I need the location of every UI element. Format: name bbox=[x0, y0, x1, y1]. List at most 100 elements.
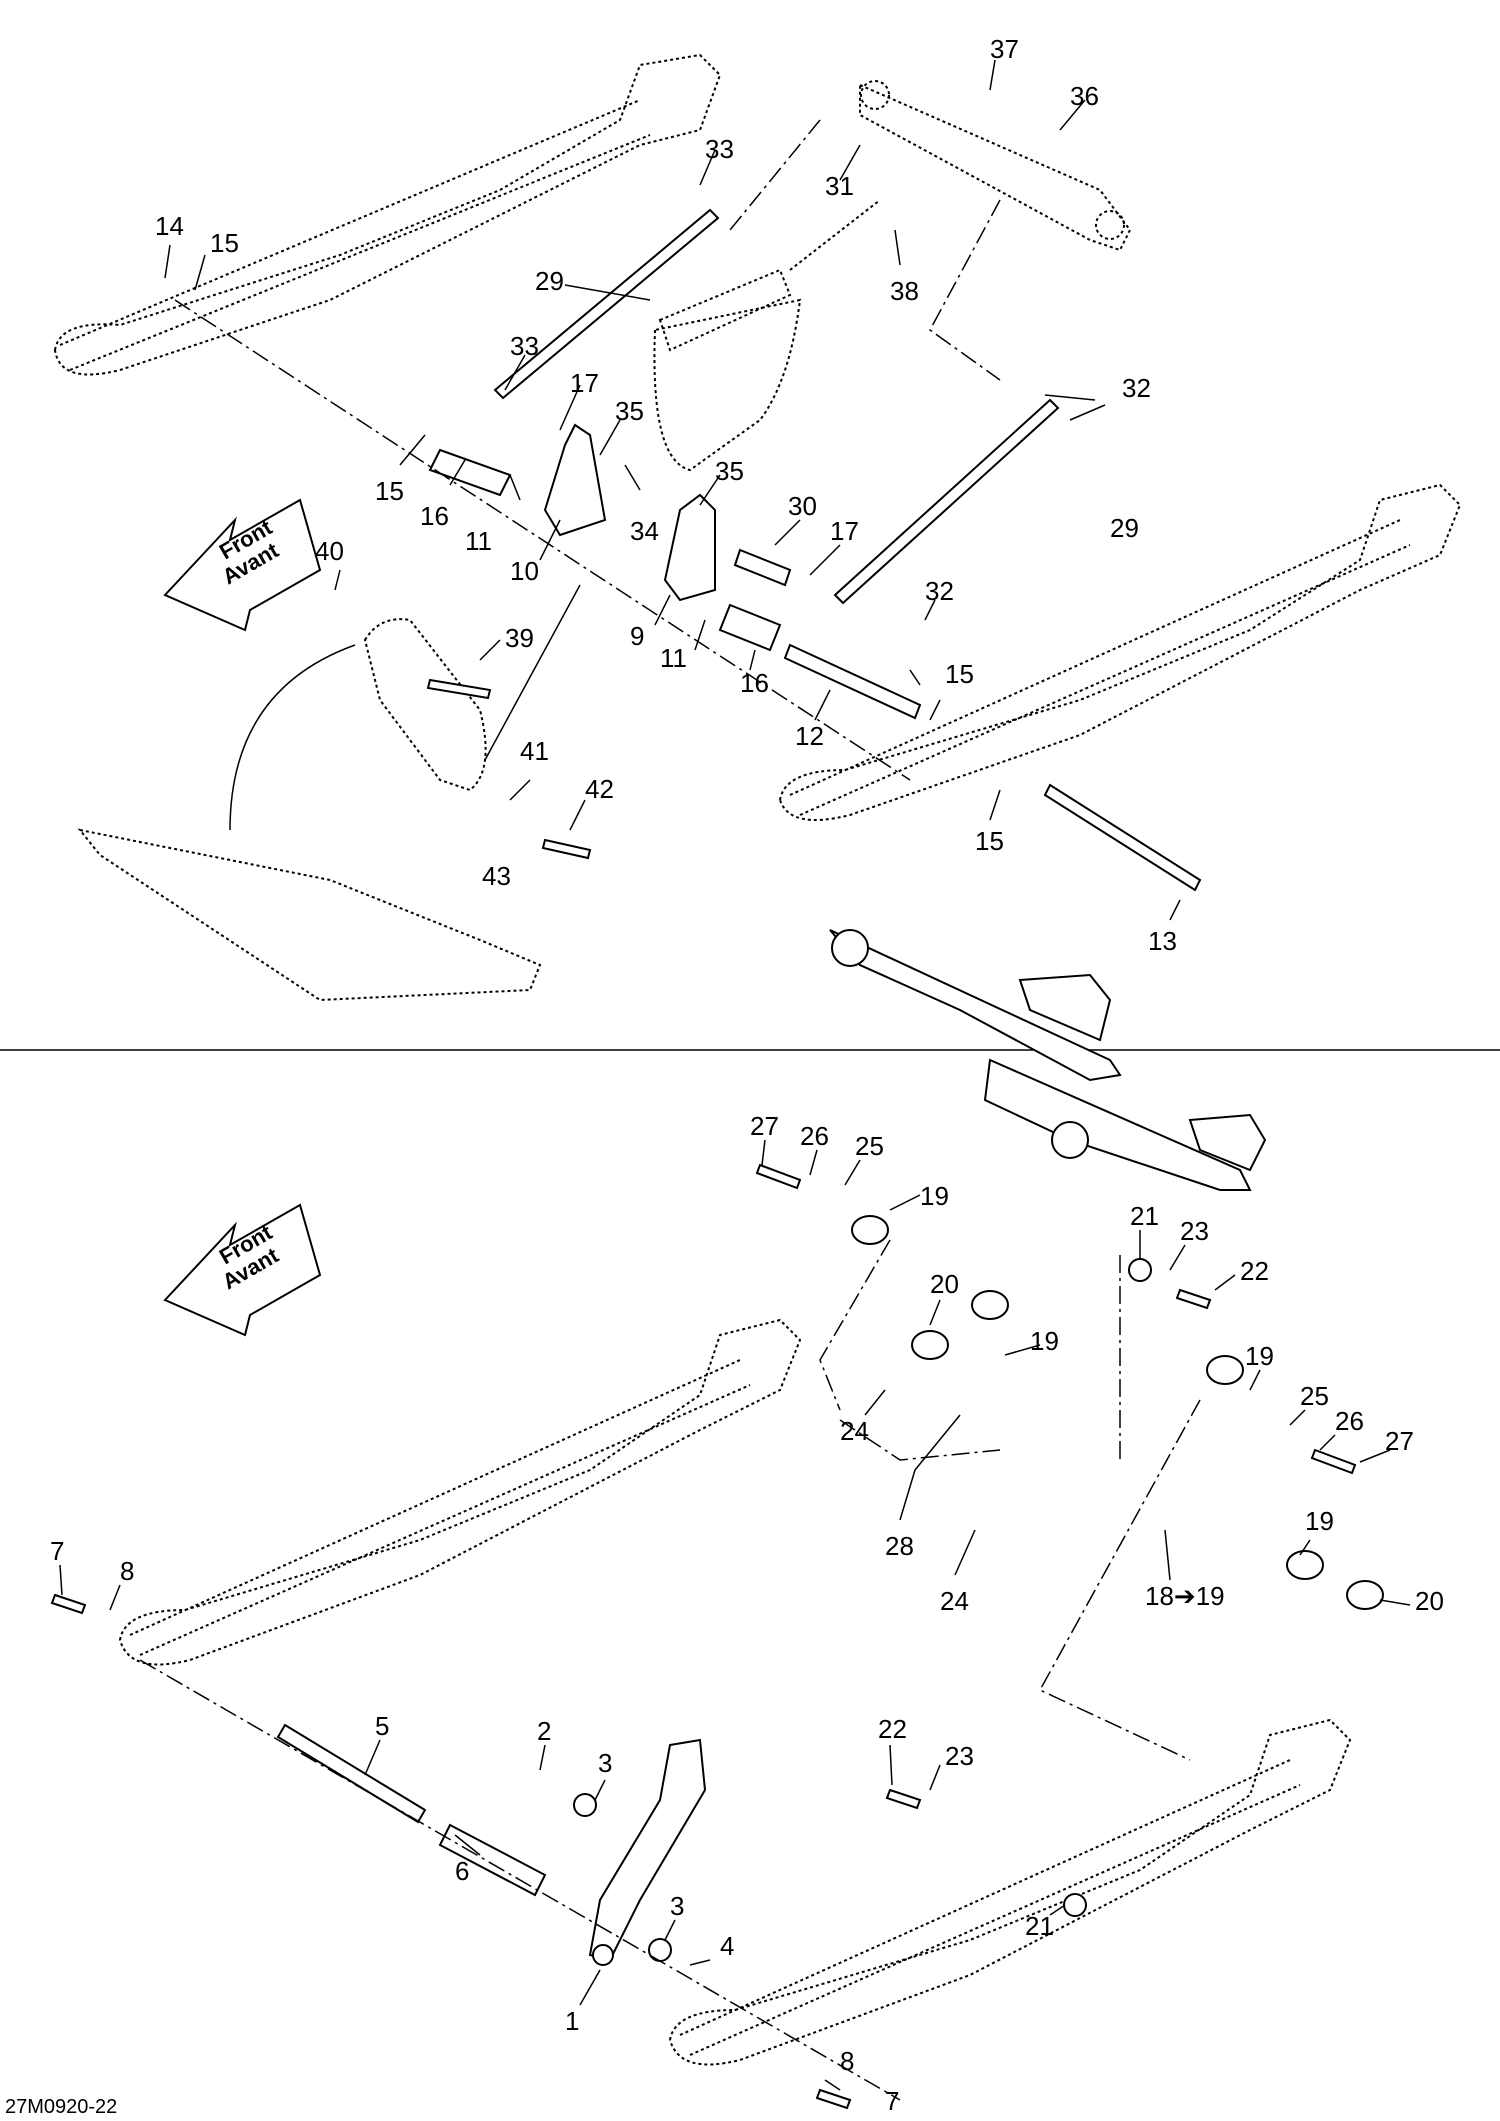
callout-11-b: 11 bbox=[660, 643, 687, 673]
callout-7-left: 7 bbox=[50, 1536, 64, 1566]
callout-15-a: 15 bbox=[210, 228, 239, 258]
callout-33-mid: 33 bbox=[510, 331, 539, 361]
lever-9 bbox=[663, 493, 716, 602]
rod-29-upper bbox=[493, 208, 720, 400]
lever-10 bbox=[543, 423, 607, 537]
callout-6: 6 bbox=[455, 1856, 469, 1886]
callout-25-top: 25 bbox=[855, 1131, 884, 1161]
callout-8-bottom: 8 bbox=[840, 2046, 854, 2076]
bushing-19-lower bbox=[1286, 1550, 1324, 1580]
right-rail-top bbox=[778, 483, 1462, 821]
callouts-top: 37 36 33 31 38 14 15 29 33 17 35 15 16 1… bbox=[155, 34, 1177, 956]
callout-16-b: 16 bbox=[740, 668, 769, 698]
callout-12: 12 bbox=[795, 721, 824, 751]
washer-21-lower bbox=[1063, 1893, 1087, 1917]
rear-shock-absorber bbox=[363, 618, 487, 792]
assembly-line-bottom-2 bbox=[819, 1239, 891, 1411]
callout-42: 42 bbox=[585, 774, 614, 804]
shaft-5 bbox=[276, 1723, 427, 1824]
washer-21-top bbox=[1128, 1258, 1152, 1282]
callout-32-a: 32 bbox=[1122, 373, 1151, 403]
callout-20-top: 20 bbox=[930, 1269, 959, 1299]
callout-11-a: 11 bbox=[465, 526, 492, 556]
callout-27-top: 27 bbox=[750, 1111, 779, 1141]
callout-35-b: 35 bbox=[715, 456, 744, 486]
left-rail-bottom bbox=[118, 1318, 802, 1666]
callout-3-b: 3 bbox=[670, 1891, 684, 1921]
callout-19-d: 19 bbox=[1305, 1506, 1334, 1536]
shaft-12 bbox=[783, 643, 922, 720]
bracket-1 bbox=[588, 1738, 707, 1966]
bolt-27-top bbox=[755, 1163, 802, 1190]
center-shock-absorber bbox=[653, 199, 881, 472]
assembly-line-top-2 bbox=[729, 119, 821, 231]
spacer-6 bbox=[438, 1823, 547, 1897]
callout-39: 39 bbox=[505, 623, 534, 653]
callout-30: 30 bbox=[788, 491, 817, 521]
rod-13 bbox=[1043, 783, 1202, 892]
callout-21-top: 21 bbox=[1130, 1201, 1159, 1231]
callout-29-lower: 29 bbox=[1110, 513, 1139, 543]
callout-4: 4 bbox=[720, 1931, 734, 1961]
callout-15-b: 15 bbox=[375, 476, 404, 506]
callout-31: 31 bbox=[825, 171, 854, 201]
assembly-line-top-3 bbox=[929, 199, 1001, 381]
shaft-16-upper bbox=[428, 448, 512, 497]
callout-19-c: 19 bbox=[1245, 1341, 1274, 1371]
washer-3-top bbox=[573, 1793, 597, 1817]
arrow-shock-to-arm bbox=[229, 644, 356, 831]
bushing-19-mid bbox=[971, 1290, 1009, 1320]
bushing-20-top bbox=[911, 1330, 949, 1360]
callout-41: 41 bbox=[520, 736, 549, 766]
callout-43: 43 bbox=[482, 861, 511, 891]
callouts-bottom: 27 26 25 19 21 23 22 20 19 19 25 26 27 2… bbox=[50, 1111, 1444, 2116]
shaft-16-lower bbox=[718, 603, 782, 652]
bolt-42 bbox=[541, 838, 592, 860]
bolt-7-left bbox=[50, 1593, 87, 1615]
callout-17-a: 17 bbox=[570, 368, 599, 398]
callout-24-b: 24 bbox=[940, 1586, 969, 1616]
assembly-line-bottom-1 bbox=[139, 1659, 901, 2101]
bolt-22-top bbox=[1175, 1288, 1212, 1310]
callout-40: 40 bbox=[315, 536, 344, 566]
rod-29-lower bbox=[833, 398, 1060, 605]
leaders-bottom bbox=[59, 1139, 1411, 2091]
callout-16-a: 16 bbox=[420, 501, 449, 531]
bushing-20-lower bbox=[1346, 1580, 1384, 1610]
front-direction-badge-top: Front Avant bbox=[163, 498, 322, 632]
leaders-top bbox=[164, 59, 1181, 921]
arrow-shock-up bbox=[484, 584, 581, 761]
callout-37: 37 bbox=[990, 34, 1019, 64]
callout-38: 38 bbox=[890, 276, 919, 306]
callout-24-a: 24 bbox=[840, 1416, 869, 1446]
callout-33-top: 33 bbox=[705, 134, 734, 164]
callout-32-b: 32 bbox=[925, 576, 954, 606]
callout-23-lower: 23 bbox=[945, 1741, 974, 1771]
bolt-22-lower bbox=[885, 1788, 922, 1810]
callout-13: 13 bbox=[1148, 926, 1177, 956]
bolt-7-bottom bbox=[815, 2088, 852, 2110]
callout-14: 14 bbox=[155, 211, 184, 241]
assembly-line-top-1 bbox=[174, 299, 911, 781]
callout-7-bottom: 7 bbox=[885, 2086, 899, 2116]
callout-21-lower: 21 bbox=[1025, 1911, 1054, 1941]
callout-9: 9 bbox=[630, 621, 644, 651]
front-arm-18 bbox=[829, 929, 1267, 1191]
callout-28: 28 bbox=[885, 1531, 914, 1561]
callout-15-d: 15 bbox=[975, 826, 1004, 856]
callout-22-top: 22 bbox=[1240, 1256, 1269, 1286]
front-direction-badge-bottom: Front Avant bbox=[163, 1203, 322, 1337]
bolt-27-right bbox=[1310, 1448, 1357, 1475]
callout-22-lower: 22 bbox=[878, 1714, 907, 1744]
callout-27-right: 27 bbox=[1385, 1426, 1414, 1456]
assembly-line-bottom-5 bbox=[839, 1419, 1001, 1461]
upper-cross-shaft bbox=[859, 80, 1132, 252]
callout-26-right: 26 bbox=[1335, 1406, 1364, 1436]
callout-19-a: 19 bbox=[920, 1181, 949, 1211]
callout-23-top: 23 bbox=[1180, 1216, 1209, 1246]
spacer-30 bbox=[733, 548, 792, 587]
left-rail-top bbox=[53, 53, 722, 376]
callout-3-a: 3 bbox=[598, 1748, 612, 1778]
callout-2: 2 bbox=[537, 1716, 551, 1746]
